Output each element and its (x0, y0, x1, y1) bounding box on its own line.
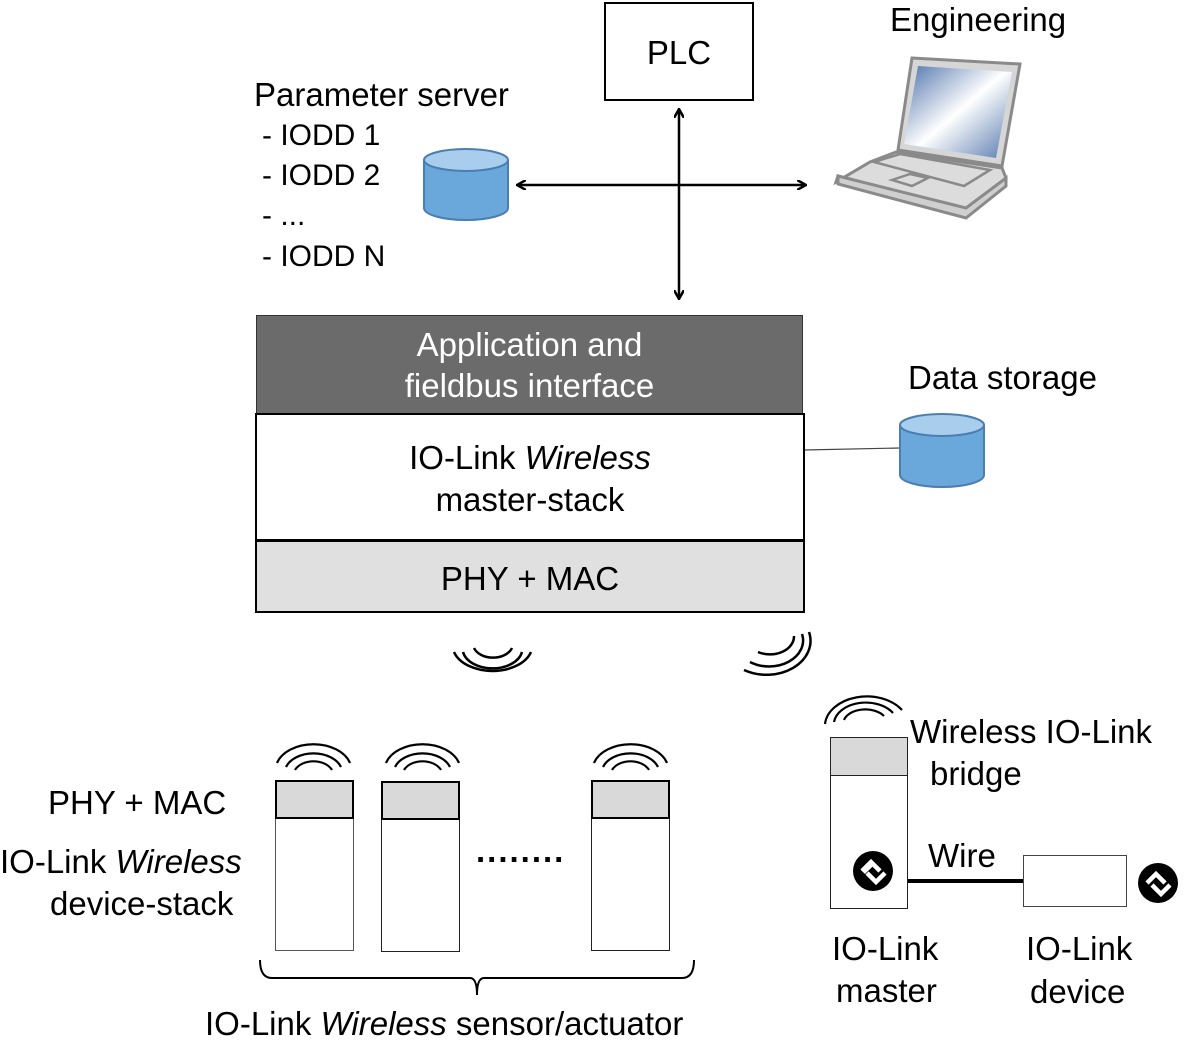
bridge-master-label-line1: IO-Link (832, 930, 939, 967)
device-2[interactable] (380, 780, 460, 952)
master-stack-prefix: IO-Link (409, 439, 525, 476)
io-link-logo-icon (1138, 863, 1178, 903)
device-n[interactable] (590, 779, 670, 951)
master-stack-line1: IO-Link Wireless (257, 439, 803, 477)
app-layer-line1: Application and (416, 326, 643, 363)
device-group-suffix: sensor/actuator (446, 1005, 684, 1042)
master-stack-line2: master-stack (435, 481, 625, 518)
data-storage-label: Data storage (908, 359, 1097, 396)
master-phy-mac-label: PHY + MAC (440, 560, 620, 597)
device-group-italic: Wireless (320, 1005, 447, 1042)
device-stack-prefix: IO-Link (0, 843, 116, 880)
device-2-phy-mac (380, 780, 460, 820)
bridge-phy-mac (829, 736, 908, 776)
iodd-item: - IODD 1 (262, 119, 381, 152)
io-link-device-box[interactable] (1023, 855, 1127, 907)
device-ellipsis: ........ (476, 832, 566, 869)
iodd-item: - IODD N (262, 240, 386, 273)
laptop-icon (833, 56, 1022, 220)
parameter-server-database-icon[interactable] (422, 146, 510, 222)
device-group-prefix: IO-Link (205, 1005, 321, 1042)
engineering-label: Engineering (890, 1, 1067, 38)
app-fieldbus-layer[interactable]: Application and fieldbus interface (256, 315, 803, 415)
device-1-wireless-icon (275, 743, 352, 771)
device-1-phy-mac (274, 779, 354, 819)
master-wireless-right-icon (743, 631, 812, 677)
iodd-item: - IODD 2 (262, 159, 381, 192)
master-stack-italic: Wireless (524, 439, 651, 476)
master-phy-mac-layer[interactable]: PHY + MAC (255, 540, 805, 613)
device-n-phy-mac (590, 779, 670, 819)
device-group-brace (259, 959, 695, 996)
device-group-label: IO-Link Wireless sensor/actuator (205, 1005, 683, 1043)
data-storage-database-icon[interactable] (898, 411, 986, 489)
device-1[interactable] (274, 779, 354, 951)
bridge-title-line1: Wireless IO-Link (910, 713, 1153, 750)
io-link-device-label-line1: IO-Link (1026, 930, 1133, 967)
app-layer-line2: fieldbus interface (404, 367, 655, 404)
device-stack-label-line1: IO-Link Wireless (0, 843, 242, 881)
master-wireless-left-icon (452, 647, 533, 673)
iodd-item: - ... (262, 199, 306, 232)
io-link-logo-icon (853, 851, 893, 891)
bridge-master-label-line2: master (836, 972, 937, 1009)
bridge-wireless-icon (823, 695, 903, 725)
data-storage-connector (803, 447, 901, 451)
device-n-wireless-icon (592, 743, 669, 771)
plc-box[interactable]: PLC (604, 2, 754, 101)
master-stack-layer[interactable]: IO-Link Wireless master-stack (255, 413, 805, 541)
device-stack-label-line2: device-stack (50, 885, 234, 922)
bridge-title-line2: bridge (930, 755, 1022, 792)
parameter-server-title: Parameter server (254, 76, 509, 113)
device-phy-mac-label: PHY + MAC (48, 784, 227, 821)
device-stack-italic: Wireless (115, 843, 242, 880)
wire-label: Wire (928, 837, 996, 874)
io-link-device-label-line2: device (1030, 973, 1126, 1010)
plc-label: PLC (646, 34, 712, 71)
device-2-wireless-icon (384, 743, 461, 771)
